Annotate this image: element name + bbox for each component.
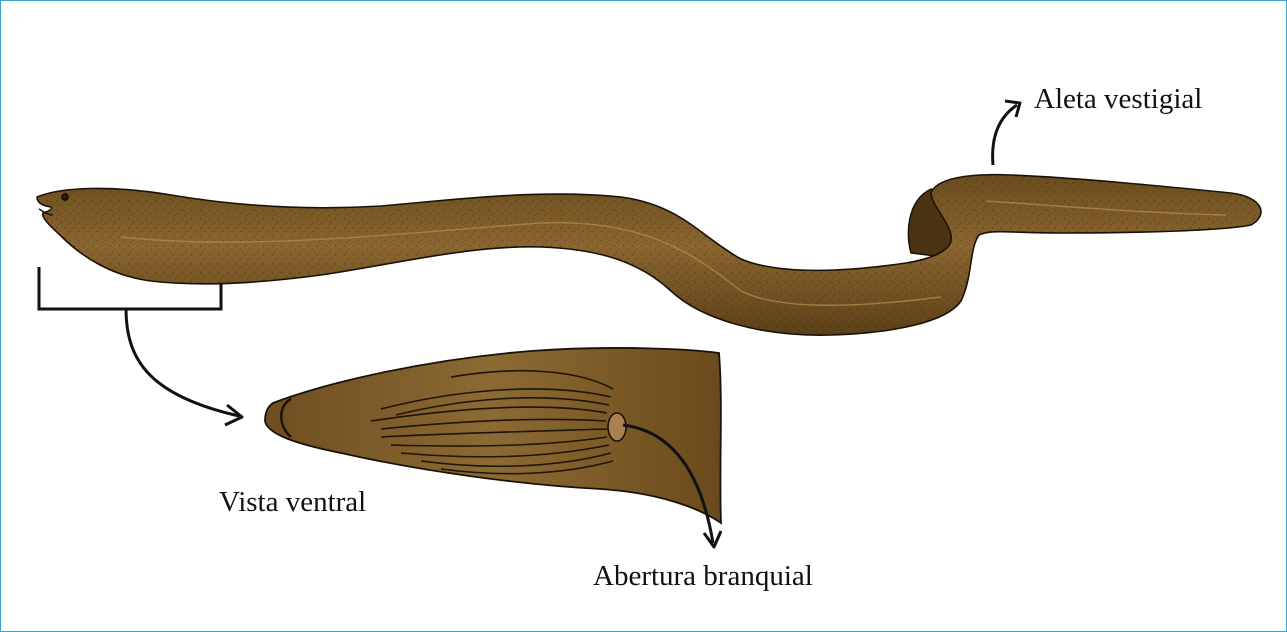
label-vestigial-fin: Aleta vestigial <box>1034 85 1202 114</box>
gill-opening-mark <box>608 413 626 441</box>
label-gill-opening: Abertura branquial <box>593 562 813 591</box>
bracket-arrow <box>126 309 239 416</box>
eel-body-speckles <box>37 175 1261 336</box>
label-ventral-view: Vista ventral <box>219 488 366 517</box>
eel-eye <box>62 194 68 200</box>
fin-arrow <box>993 105 1017 165</box>
